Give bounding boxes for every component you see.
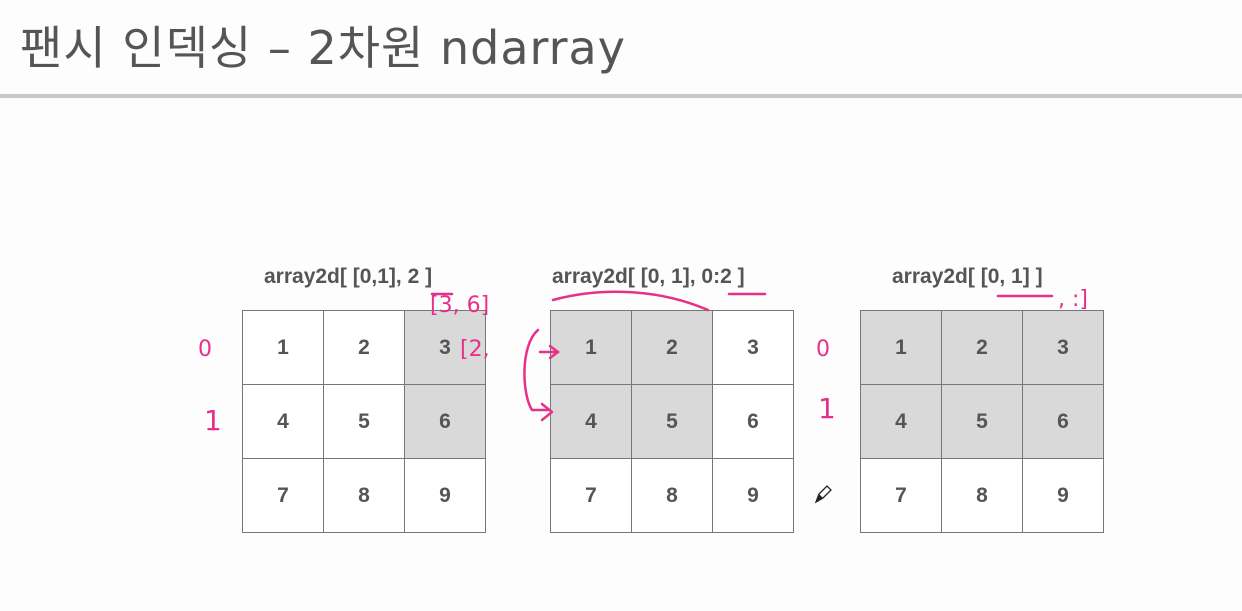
grid-1-cell: 5 (324, 385, 405, 459)
grid-1-cell: 1 (243, 311, 324, 385)
grid-3-cell: 2 (942, 311, 1023, 385)
note-grid3-row1: 1 (818, 392, 836, 425)
arc-grid2-rows (551, 290, 710, 312)
note-grid1-row0: 0 (198, 337, 212, 362)
grid-2-cell: 3 (713, 311, 794, 385)
grid-2-label: array2d[ [0, 1], 0:2 ] (552, 265, 745, 288)
grid-3-cell: 9 (1023, 459, 1104, 533)
grid-1-cell: 6 (405, 385, 486, 459)
grid-3-cell: 4 (861, 385, 942, 459)
note-grid3-row0: 0 (816, 337, 830, 362)
grid-1-cell: 4 (243, 385, 324, 459)
grid-2-cell: 2 (632, 311, 713, 385)
grid-2-cell: 9 (713, 459, 794, 533)
grid-3-cell: 6 (1023, 385, 1104, 459)
grid-2-cell: 7 (551, 459, 632, 533)
grid-3-cell: 1 (861, 311, 942, 385)
grid-3: 1 2 3 4 5 6 7 8 9 (860, 310, 1104, 533)
grid-3-cell: 5 (942, 385, 1023, 459)
grid-1-cell: 9 (405, 459, 486, 533)
grid-3-cell: 7 (861, 459, 942, 533)
grid-1: 1 2 3 4 5 6 7 8 9 (242, 310, 486, 533)
grid-3-label: array2d[ [0, 1] ] (892, 265, 1043, 288)
grid-2-cell: 4 (551, 385, 632, 459)
grid-2-cell: 6 (713, 385, 794, 459)
grid-1-cell: 2 (324, 311, 405, 385)
grid-2-cell: 8 (632, 459, 713, 533)
grid-2: 1 2 3 4 5 6 7 8 9 (550, 310, 794, 533)
note-grid3-suffix: , :] (1058, 287, 1088, 312)
slide-title: 팬시 인덱싱 – 2차원 ndarray (20, 21, 626, 75)
title-divider (0, 94, 1242, 98)
grid-2-cell: 1 (551, 311, 632, 385)
grid-1-cell: 8 (324, 459, 405, 533)
grid-2-cell: 5 (632, 385, 713, 459)
pencil-cursor-icon (814, 485, 832, 504)
arrow-to-row-1 (523, 328, 550, 412)
grid-1-label: array2d[ [0,1], 2 ] (264, 265, 433, 288)
grid-3-cell: 8 (942, 459, 1023, 533)
note-grid1-row1: 1 (204, 404, 222, 437)
grid-1-cell: 7 (243, 459, 324, 533)
grid-1-cell: 3 (405, 311, 486, 385)
grid-3-cell: 3 (1023, 311, 1104, 385)
